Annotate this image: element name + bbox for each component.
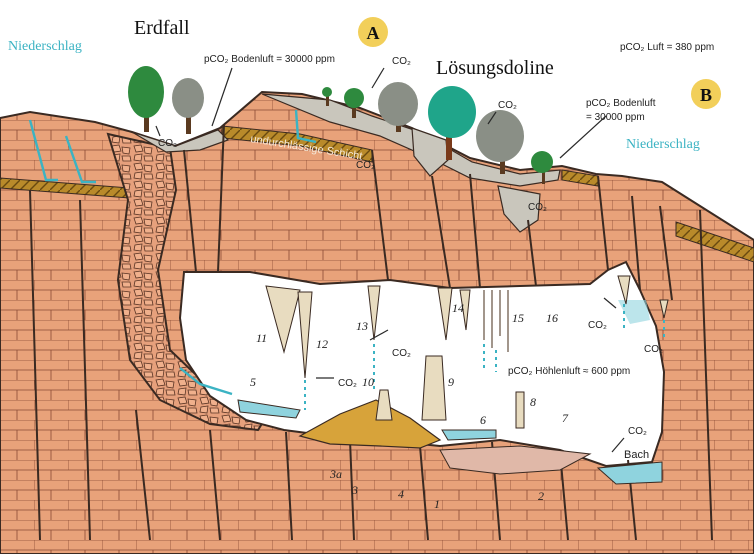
co2-label: CO₂ xyxy=(392,56,411,67)
co2-arrow-icon xyxy=(372,68,384,88)
co2-label: CO₂ xyxy=(392,348,411,359)
feature-number: 16 xyxy=(546,311,558,325)
marker-b: B xyxy=(700,85,712,105)
label-bach: Bach xyxy=(624,449,649,461)
deciduous-tree-icon xyxy=(172,78,204,134)
feature-number: 13 xyxy=(356,319,368,333)
label-loesungsdoline: Lösungsdoline xyxy=(436,57,554,79)
co2-arrow-icon xyxy=(156,126,160,136)
feature-number: 6 xyxy=(480,413,486,427)
feature-number: 7 xyxy=(562,411,569,425)
feature-number: 10 xyxy=(362,375,374,389)
feature-number: 9 xyxy=(448,375,454,389)
feature-number: 5 xyxy=(250,375,256,389)
co2-label: CO₂ xyxy=(338,378,357,389)
label-pco2-bodenluft-b-line1: pCO₂ Bodenluft xyxy=(586,98,656,109)
co2-label: CO₂ xyxy=(628,426,647,437)
label-pco2-bodenluft-a: pCO₂ Bodenluft = 30000 ppm xyxy=(204,54,335,65)
label-erdfall: Erdfall xyxy=(134,17,190,39)
feature-number: 1 xyxy=(434,497,440,511)
co2-label: CO₂ xyxy=(528,202,547,213)
label-pco2-bodenluft-b-line2: = 30000 ppm xyxy=(586,112,645,123)
label-pco2-hoehlenluft: pCO₂ Höhlenluft ≈ 600 ppm xyxy=(508,366,630,377)
feature-number: 14 xyxy=(452,301,464,315)
label-niederschlag-right: Niederschlag xyxy=(626,137,700,152)
feature-number: 11 xyxy=(256,331,267,345)
feature-number: 15 xyxy=(512,311,524,325)
feature-number: 4 xyxy=(398,487,404,501)
co2-arrow-icon xyxy=(212,68,232,126)
label-niederschlag-left: Niederschlag xyxy=(8,39,82,54)
feature-number: 3a xyxy=(329,467,342,481)
deciduous-tree-icon xyxy=(128,66,164,132)
co2-label: CO₂ xyxy=(158,138,177,149)
marker-a: A xyxy=(367,23,380,43)
co2-label: CO₂ xyxy=(356,160,375,171)
feature-number: 3 xyxy=(351,483,358,497)
co2-label: CO₂ xyxy=(498,100,517,111)
co2-label: CO₂ xyxy=(588,320,607,331)
label-pco2-luft: pCO₂ Luft = 380 ppm xyxy=(620,42,714,53)
co2-label: CO₂ xyxy=(644,344,663,355)
feature-number: 8 xyxy=(530,395,536,409)
feature-number: 12 xyxy=(316,337,328,351)
cave-lake xyxy=(442,430,496,440)
feature-number: 2 xyxy=(538,489,544,503)
